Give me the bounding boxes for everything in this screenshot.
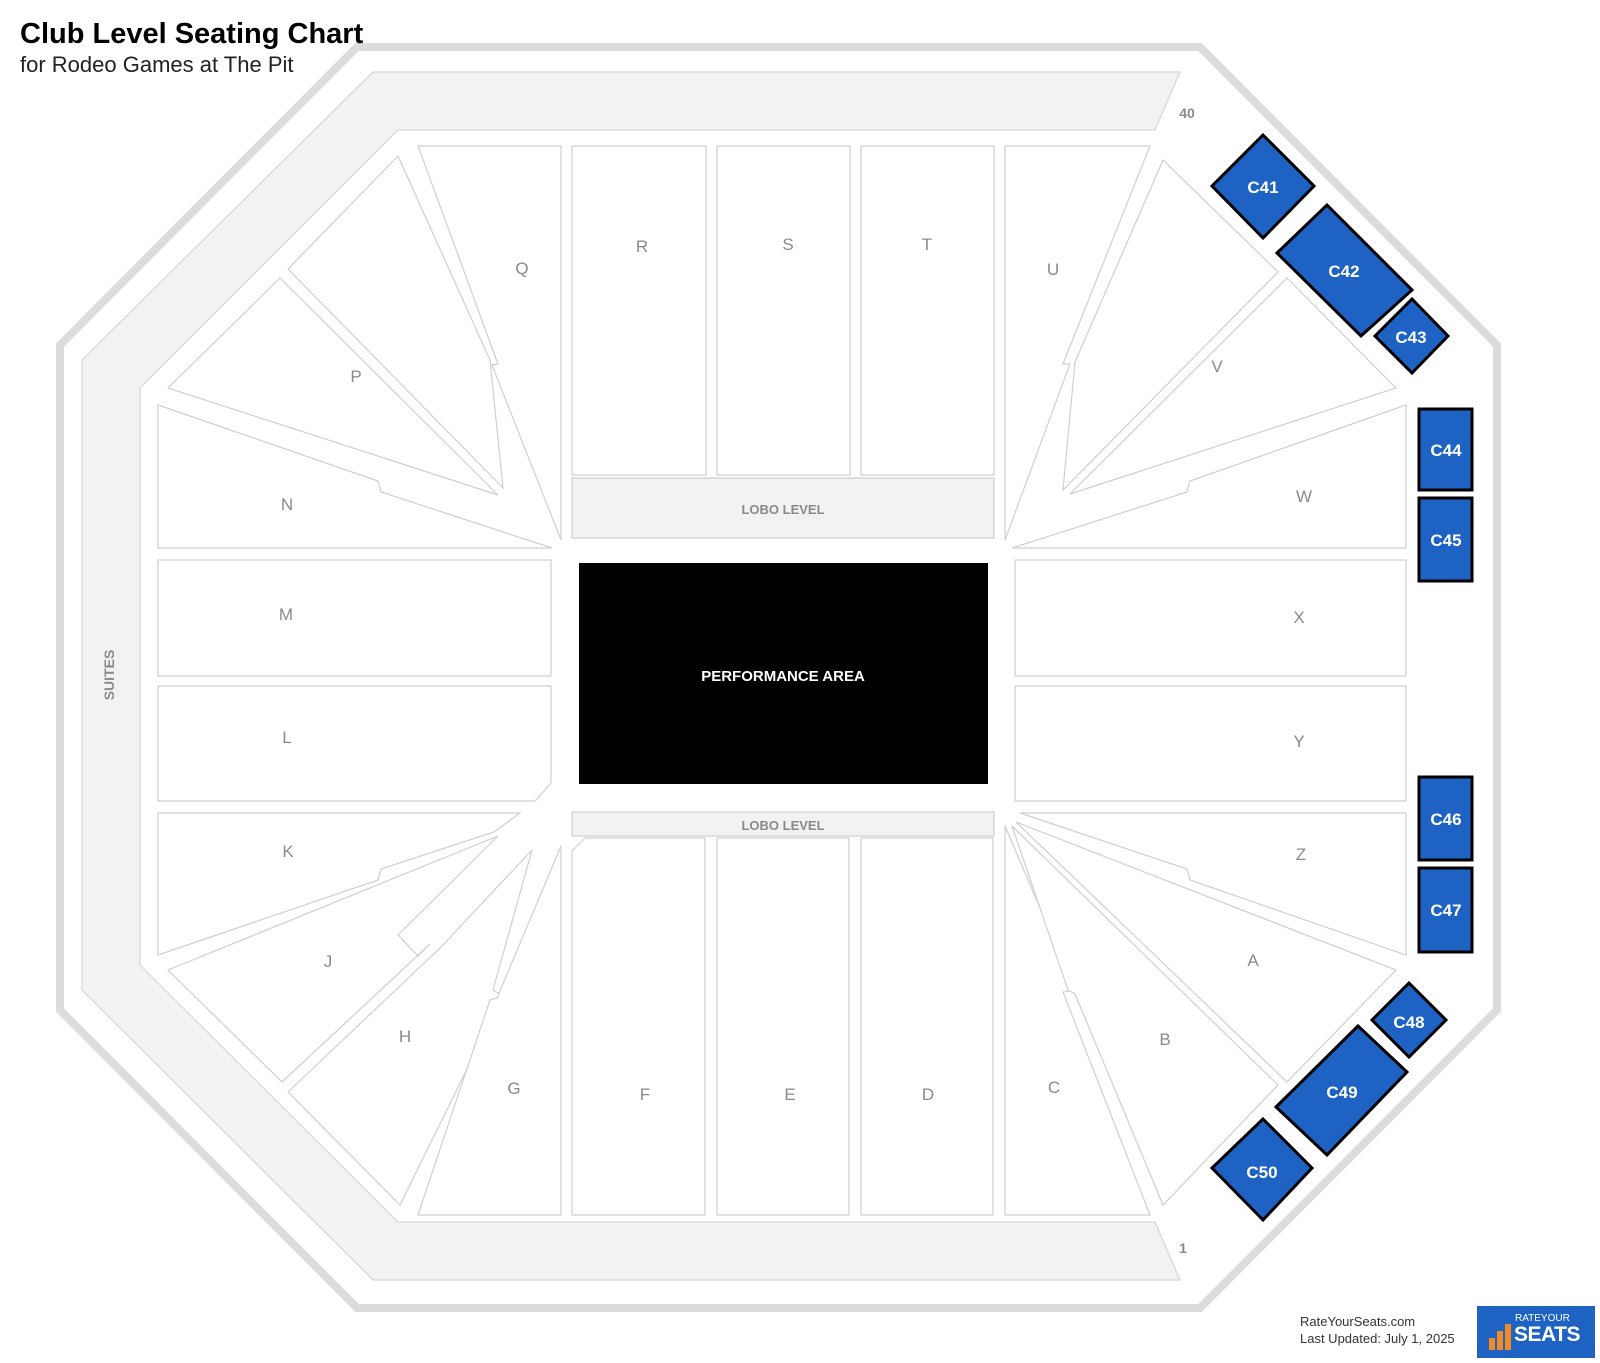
page-title: Club Level Seating Chart: [20, 18, 364, 50]
svg-text:C46: C46: [1430, 810, 1461, 829]
section-label-n: N: [281, 495, 293, 514]
section-label-x: X: [1293, 608, 1304, 627]
club-section-c45[interactable]: C45: [1417, 496, 1474, 583]
section-label-z: Z: [1296, 845, 1306, 864]
section-h[interactable]: [287, 849, 533, 1207]
section-l[interactable]: [157, 685, 552, 802]
page-subtitle: for Rodeo Games at The Pit: [20, 52, 294, 77]
section-v[interactable]: [1069, 277, 1398, 495]
row-40-label: 40: [1179, 105, 1195, 121]
svg-text:C49: C49: [1326, 1083, 1357, 1102]
logo-bottom-text: SEATS: [1514, 1323, 1580, 1346]
section-label-q: Q: [515, 259, 528, 278]
club-section-c42[interactable]: C42: [1274, 202, 1415, 339]
section-label-y: Y: [1293, 732, 1304, 751]
svg-text:C41: C41: [1247, 178, 1278, 197]
section-label-l: L: [282, 728, 291, 747]
suites-label: SUITES: [101, 650, 117, 701]
row-1-label: 1: [1179, 1240, 1187, 1256]
performance-area: PERFORMANCE AREA: [579, 563, 988, 784]
section-label-g: G: [507, 1079, 520, 1098]
club-section-c44[interactable]: C44: [1417, 407, 1474, 492]
svg-text:LOBO LEVEL: LOBO LEVEL: [741, 502, 824, 517]
section-label-b: B: [1159, 1030, 1170, 1049]
club-section-c43[interactable]: C43: [1372, 296, 1451, 376]
svg-text:C42: C42: [1328, 262, 1359, 281]
svg-text:C44: C44: [1430, 441, 1462, 460]
section-label-m: M: [279, 605, 293, 624]
section-label-s: S: [782, 235, 793, 254]
section-w[interactable]: [1011, 404, 1407, 549]
section-label-p: P: [350, 367, 361, 386]
footer-site[interactable]: RateYourSeats.com: [1300, 1314, 1416, 1329]
section-label-k: K: [282, 842, 294, 861]
section-j[interactable]: [166, 835, 499, 1083]
section-x[interactable]: [1014, 559, 1407, 677]
svg-text:C43: C43: [1395, 328, 1426, 347]
section-label-e: E: [784, 1085, 795, 1104]
club-section-c41[interactable]: C41: [1209, 132, 1317, 241]
svg-text:C48: C48: [1393, 1013, 1424, 1032]
section-k[interactable]: [157, 812, 522, 956]
section-s[interactable]: [716, 145, 851, 476]
logo-top-text: RATEYOUR: [1515, 1313, 1570, 1324]
lobo-level-bottom: LOBO LEVEL: [571, 811, 995, 837]
section-e[interactable]: [716, 837, 850, 1216]
section-b[interactable]: [1011, 825, 1279, 1207]
section-label-t: T: [922, 235, 932, 254]
section-z[interactable]: [1019, 812, 1407, 956]
club-section-c50[interactable]: C50: [1209, 1116, 1315, 1223]
section-u[interactable]: [1004, 145, 1151, 541]
section-label-u: U: [1047, 260, 1059, 279]
section-v-upper[interactable]: [1062, 158, 1279, 492]
svg-text:C45: C45: [1430, 531, 1461, 550]
club-section-c46[interactable]: C46: [1417, 775, 1474, 862]
section-label-w: W: [1296, 487, 1312, 506]
section-label-r: R: [636, 237, 648, 256]
section-label-f: F: [640, 1085, 650, 1104]
section-label-v: V: [1211, 357, 1223, 376]
footer: RateYourSeats.com Last Updated: July 1, …: [1300, 1313, 1455, 1347]
section-q[interactable]: [417, 145, 562, 541]
section-g[interactable]: [417, 845, 562, 1216]
section-f[interactable]: [571, 837, 706, 1216]
section-m[interactable]: [157, 559, 552, 677]
section-label-c: C: [1048, 1078, 1060, 1097]
section-label-h: H: [399, 1027, 411, 1046]
footer-updated: Last Updated: July 1, 2025: [1300, 1331, 1455, 1346]
svg-text:LOBO LEVEL: LOBO LEVEL: [741, 818, 824, 833]
section-p2[interactable]: [166, 277, 499, 496]
section-y[interactable]: [1014, 685, 1407, 802]
section-d[interactable]: [860, 837, 994, 1216]
logo-bars-icon: [1489, 1324, 1511, 1350]
club-section-c49[interactable]: C49: [1273, 1023, 1410, 1158]
section-t[interactable]: [860, 145, 995, 476]
concourse-ring: [81, 71, 1181, 1281]
club-section-c48[interactable]: C48: [1369, 980, 1449, 1060]
section-r[interactable]: [571, 145, 707, 476]
svg-text:C50: C50: [1246, 1163, 1277, 1182]
section-p[interactable]: [287, 154, 504, 490]
svg-text:PERFORMANCE AREA: PERFORMANCE AREA: [701, 668, 865, 685]
rateyourseats-logo[interactable]: RATEYOUR SEATS: [1477, 1306, 1595, 1358]
section-label-d: D: [922, 1085, 934, 1104]
section-n[interactable]: [157, 404, 553, 549]
svg-text:C47: C47: [1430, 901, 1461, 920]
section-a[interactable]: [1015, 821, 1398, 1083]
lobo-level-top: LOBO LEVEL: [571, 477, 995, 539]
club-section-c47[interactable]: C47: [1417, 866, 1474, 954]
section-label-j: J: [324, 952, 333, 971]
section-label-a: A: [1247, 951, 1259, 970]
